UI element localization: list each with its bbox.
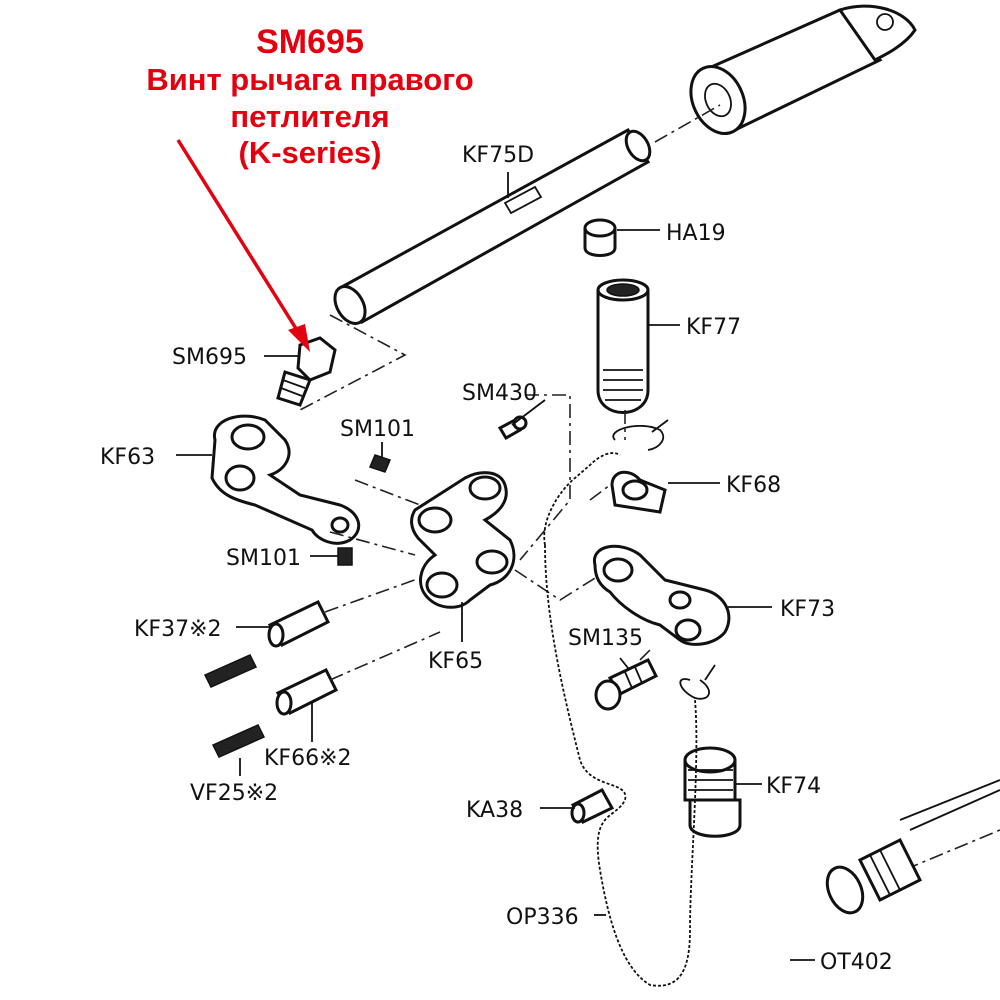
spring-vf25-lower-part [211, 724, 266, 758]
axis-line-9 [589, 484, 611, 501]
label-ka38: KA38 [466, 798, 523, 823]
label-kf65: KF65 [428, 649, 483, 674]
callout-description-line3: (K-series) [238, 135, 382, 171]
bracket-kf68-part [610, 419, 669, 514]
label-ha19: HA19 [666, 221, 726, 246]
shaft-kf75d-part [333, 128, 652, 325]
link-kf65-part [410, 471, 516, 609]
label-kf77: KF77 [686, 315, 741, 340]
axis-line-shaft [654, 104, 721, 143]
label-kf66: KF66※2 [264, 746, 352, 771]
label-kf73: KF73 [780, 597, 835, 622]
spring-vf25-upper-part [203, 654, 258, 688]
screw-sm430-part [497, 415, 528, 441]
lever-kf73-part [593, 544, 731, 646]
label-kf68: KF68 [726, 473, 781, 498]
callout-arrow [176, 139, 310, 352]
callout-description-line1: Винт рычага правого [146, 62, 474, 98]
pin-kf66-part [275, 668, 339, 716]
label-sm135: SM135 [568, 626, 643, 651]
label-kf63: KF63 [100, 445, 155, 470]
cylinder-housing-part [689, 4, 917, 135]
lever-kf63-part [210, 414, 361, 545]
axis-line-8 [639, 649, 651, 661]
axis-line-4 [354, 479, 421, 506]
callout-description-line2: петлителя [230, 98, 390, 134]
label-kf37: KF37※2 [134, 617, 222, 642]
pin-ka38-part [570, 787, 615, 824]
axis-line-2 [324, 577, 421, 613]
pin-kf37-part [267, 600, 331, 648]
label-sm101-bottom: SM101 [226, 546, 301, 571]
leader-sm135 [619, 657, 629, 669]
chain-op336-part [543, 452, 698, 987]
label-kf75d: KF75D [462, 143, 534, 168]
callout-part-code: SM695 [256, 23, 364, 61]
axis-line-6 [514, 569, 601, 601]
cap-ha19-part [583, 218, 617, 257]
spring-clip-part [679, 664, 716, 700]
label-sm101-top: SM101 [340, 417, 415, 442]
bushing-kf74-part [683, 746, 742, 838]
axis-line-5 [519, 394, 571, 561]
sleeve-kf77-part [596, 278, 650, 414]
label-sm695: SM695 [172, 345, 247, 370]
axis-line-shaft-left [299, 314, 407, 411]
label-vf25: VF25※2 [190, 781, 278, 806]
sleeve-ot402-part [825, 779, 1000, 915]
setscrew-sm101-upper-part [368, 454, 392, 473]
leader-sm430 [511, 399, 546, 426]
callout-text-block: SM695 Винт рычага правого петлителя (K-s… [90, 22, 530, 172]
label-ot402: OT402 [820, 950, 893, 975]
label-op336: OP336 [506, 905, 579, 930]
axis-line-1 [329, 531, 416, 556]
setscrew-sm101-lower-part [337, 547, 353, 566]
label-kf74: KF74 [766, 774, 821, 799]
screw-sm135-part [594, 658, 659, 711]
axis-line-3 [329, 631, 441, 681]
label-sm430: SM430 [462, 381, 537, 406]
